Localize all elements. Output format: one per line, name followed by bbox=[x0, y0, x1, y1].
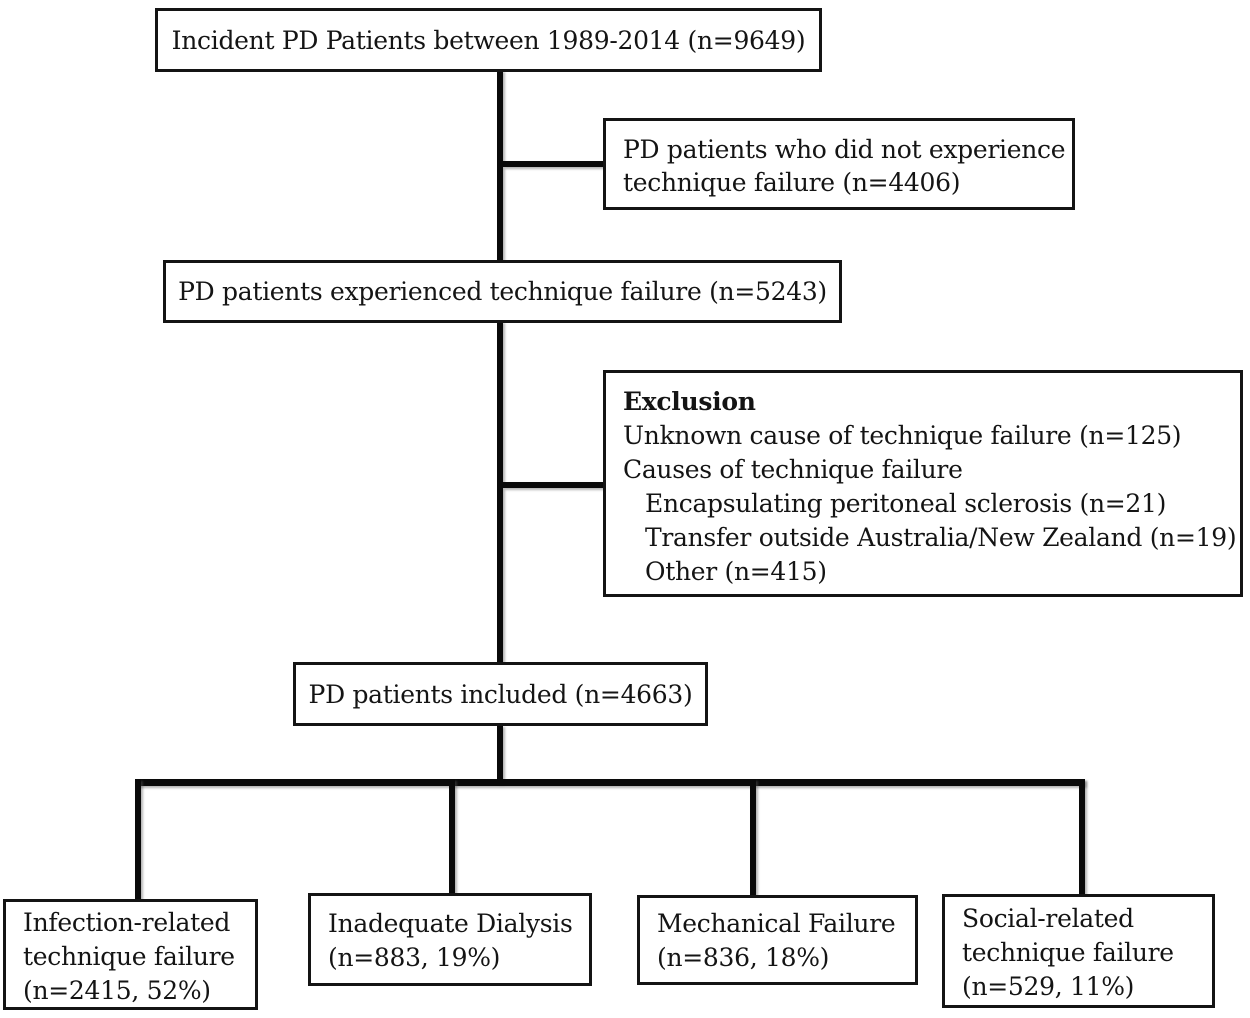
mechanical-line1: Mechanical Failure bbox=[657, 909, 896, 938]
exclusion-item-other: Other (n=415) bbox=[645, 557, 827, 586]
box-incident-text: Incident PD Patients between 1989-2014 (… bbox=[171, 25, 806, 55]
connector-failure-to-included bbox=[497, 321, 503, 663]
inadequate-line1: Inadequate Dialysis bbox=[328, 909, 573, 938]
box-mechanical-failure: Mechanical Failure (n=836, 18%) bbox=[637, 895, 918, 985]
box-no-failure-line1: PD patients who did not experience bbox=[623, 135, 1066, 164]
box-incident-patients: Incident PD Patients between 1989-2014 (… bbox=[155, 8, 822, 72]
exclusion-item-encapsulating: Encapsulating peritoneal sclerosis (n=21… bbox=[645, 489, 1167, 518]
connector-stub-no-failure bbox=[503, 161, 606, 167]
infection-line3: (n=2415, 52%) bbox=[23, 976, 211, 1005]
box-inadequate-dialysis: Inadequate Dialysis (n=883, 19%) bbox=[308, 893, 592, 986]
box-technique-failure-text: PD patients experienced technique failur… bbox=[178, 277, 827, 306]
box-technique-failure: PD patients experienced technique failur… bbox=[163, 260, 842, 323]
mechanical-line2: (n=836, 18%) bbox=[657, 943, 830, 972]
connector-drop-inadequate bbox=[449, 779, 455, 894]
infection-line2: technique failure bbox=[23, 942, 235, 971]
connector-drop-mechanical bbox=[750, 779, 756, 896]
connector-included-to-branch bbox=[497, 725, 503, 783]
box-included: PD patients included (n=4663) bbox=[293, 662, 708, 726]
box-no-failure-line2: technique failure (n=4406) bbox=[623, 168, 961, 197]
box-social-related: Social-related technique failure (n=529,… bbox=[942, 894, 1215, 1008]
inadequate-line2: (n=883, 19%) bbox=[328, 943, 501, 972]
box-infection-related: Infection-related technique failure (n=2… bbox=[3, 899, 258, 1010]
box-no-technique-failure: PD patients who did not experience techn… bbox=[603, 118, 1075, 210]
connector-branch-horizontal bbox=[135, 779, 1085, 786]
exclusion-heading: Exclusion bbox=[623, 387, 756, 416]
exclusion-item-causes: Causes of technique failure bbox=[623, 455, 963, 484]
connector-drop-social bbox=[1079, 779, 1085, 895]
infection-line1: Infection-related bbox=[23, 908, 231, 937]
social-line2: technique failure bbox=[962, 938, 1174, 967]
social-line1: Social-related bbox=[962, 904, 1134, 933]
exclusion-item-transfer: Transfer outside Australia/New Zealand (… bbox=[645, 523, 1237, 552]
connector-drop-infection bbox=[135, 779, 141, 900]
box-exclusion: Exclusion Unknown cause of technique fai… bbox=[603, 370, 1243, 597]
connector-stub-exclusion bbox=[503, 482, 606, 488]
exclusion-item-unknown-cause: Unknown cause of technique failure (n=12… bbox=[623, 421, 1182, 450]
social-line3: (n=529, 11%) bbox=[962, 972, 1135, 1001]
box-included-text: PD patients included (n=4663) bbox=[308, 679, 693, 709]
connector-incident-to-failure bbox=[497, 70, 503, 262]
